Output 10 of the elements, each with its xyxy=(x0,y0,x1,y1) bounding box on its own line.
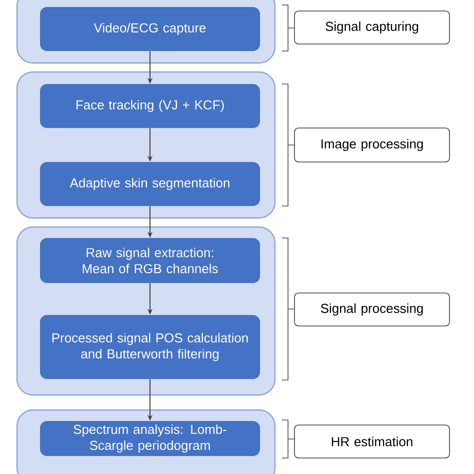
process-box: Adaptive skin segmentation xyxy=(40,162,260,206)
process-box: Raw signal extraction: Mean of RGB channels xyxy=(40,238,260,283)
stage-label-box: Signal capturing xyxy=(294,10,450,44)
stage-label-box: Signal processing xyxy=(294,292,450,326)
stage-label-box: Image processing xyxy=(294,128,450,162)
process-box: Processed signal POS calculation and Butterworth filtering xyxy=(40,315,260,379)
process-box: Video/ECG capture xyxy=(40,7,260,51)
process-box: Face tracking (VJ + KCF) xyxy=(40,84,260,128)
stage-label-box: HR estimation xyxy=(294,424,450,458)
process-box: Spectrum analysis: Lomb-Scargle periodogram xyxy=(40,421,260,456)
